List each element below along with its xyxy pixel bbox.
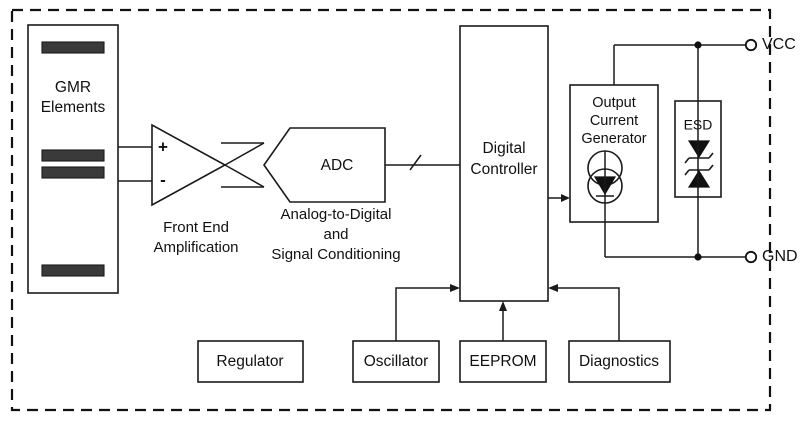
wire-amp-to-adc-upper — [224, 142, 265, 166]
block-oscillator[interactable]: Oscillator — [352, 340, 440, 383]
amplifier-triangle[interactable] — [151, 123, 227, 207]
arrow-eeprom-to-controller — [499, 301, 507, 311]
arrow-diagnostics-to-controller — [548, 284, 558, 292]
oscillator-label: Oscillator — [364, 353, 429, 370]
package-boundary — [10, 8, 772, 412]
regulator-box[interactable] — [197, 340, 304, 383]
ocg-label-line2: Current — [590, 113, 638, 129]
terminal-gnd[interactable]: GND — [744, 248, 798, 265]
gmr-label-line1: GMR — [55, 79, 91, 96]
adc-label: ADC — [321, 157, 354, 174]
adc-caption-line2: and — [323, 226, 348, 243]
amplifier-caption-line1: Front End — [163, 219, 229, 236]
block-regulator[interactable]: Regulator — [197, 340, 304, 383]
regulator-label: Regulator — [216, 353, 283, 370]
digital-controller-box[interactable] — [459, 25, 549, 302]
esd-diode-top-kink-right — [708, 152, 714, 159]
vcc-terminal-label: VCC — [762, 36, 796, 53]
terminal-vcc[interactable]: VCC — [744, 36, 796, 53]
amplifier-plus-input-label: + — [158, 137, 168, 156]
amplifier-caption-line2: Amplification — [153, 239, 238, 256]
junction-dot-gnd — [694, 253, 702, 261]
wire-amp-to-adc-lower — [224, 164, 265, 188]
gmr-bar-bottom — [41, 264, 105, 277]
esd-diode-top-triangle — [687, 140, 711, 159]
wire-diagnostics-to-controller — [556, 287, 620, 341]
block-front-end-amplifier[interactable]: + - — [151, 123, 227, 207]
vcc-terminal-ring[interactable] — [744, 38, 758, 52]
digital-controller-label-line2: Controller — [470, 161, 537, 178]
esd-diode-top-kink-left — [684, 157, 690, 164]
oscillator-box[interactable] — [352, 340, 440, 383]
ocg-label-line3: Generator — [581, 131, 646, 147]
gnd-terminal-ring[interactable] — [744, 250, 758, 264]
adc-caption-line3: Signal Conditioning — [271, 246, 400, 263]
gmr-bar-top — [41, 41, 105, 54]
adc-shape[interactable] — [263, 127, 386, 203]
wire-oscillator-to-controller — [395, 287, 452, 341]
esd-zener-diode-bottom-icon — [684, 164, 714, 188]
diagnostics-box[interactable] — [568, 340, 671, 383]
diagnostics-label: Diagnostics — [579, 353, 659, 370]
esd-diode-bottom-kink-left — [684, 169, 690, 176]
gnd-terminal-label: GND — [762, 248, 798, 265]
digital-controller-label-line1: Digital — [482, 140, 525, 157]
adc-caption-line1: Analog-to-Digital — [281, 206, 392, 223]
ocg-label-line1: Output — [592, 95, 636, 111]
arrow-controller-to-ocg — [561, 194, 570, 202]
arrow-oscillator-to-controller — [450, 284, 460, 292]
amplifier-minus-input-label: - — [160, 170, 166, 189]
esd-diode-bottom-triangle — [687, 169, 711, 188]
block-diagnostics[interactable]: Diagnostics — [568, 340, 671, 383]
bus-slash-icon — [409, 154, 422, 171]
gmr-bar-middle-lower — [41, 166, 105, 179]
eeprom-label: EEPROM — [469, 353, 536, 370]
block-adc[interactable]: ADC — [263, 127, 386, 203]
esd-zener-diode-top-icon — [684, 140, 714, 164]
esd-diode-bottom-kink-right — [708, 164, 714, 171]
block-output-current-generator[interactable]: Output Current Generator — [569, 84, 659, 223]
block-gmr-elements[interactable]: GMR Elements — [27, 24, 119, 294]
block-eeprom[interactable]: EEPROM — [459, 340, 547, 383]
junction-dot-vcc — [694, 41, 702, 49]
block-digital-controller[interactable]: Digital Controller — [459, 25, 549, 302]
gmr-label-line2: Elements — [41, 99, 106, 116]
gmr-bar-middle-upper — [41, 149, 105, 162]
